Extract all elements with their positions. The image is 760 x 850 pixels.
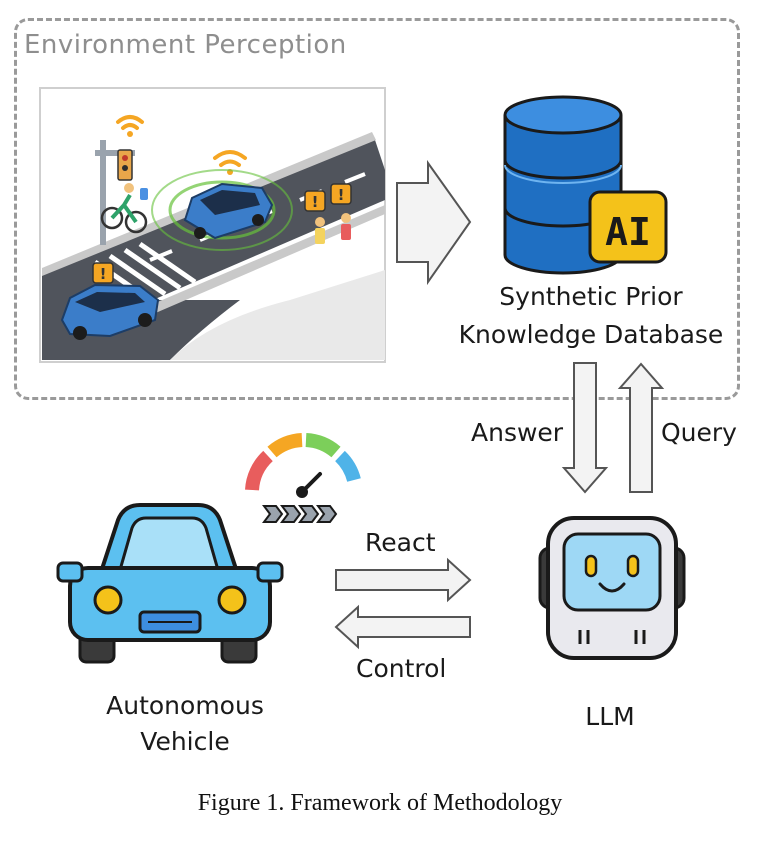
query-edge-label: Query bbox=[661, 418, 737, 447]
robot-icon bbox=[538, 516, 686, 660]
vehicle-label: Autonomous Vehicle bbox=[70, 688, 300, 760]
figure-caption: Figure 1. Framework of Methodology bbox=[197, 790, 563, 816]
database-label-line1: Synthetic Prior bbox=[499, 282, 683, 311]
control-arrow bbox=[334, 604, 471, 650]
react-edge-label: React bbox=[365, 528, 436, 557]
environment-perception-title: Environment Perception bbox=[24, 30, 347, 60]
ai-badge-icon: AI bbox=[588, 190, 668, 264]
vehicle-label-line2: Vehicle bbox=[140, 727, 230, 756]
control-edge-label: Control bbox=[356, 654, 447, 683]
answer-arrow bbox=[561, 362, 609, 494]
database-label-line2: Knowledge Database bbox=[458, 320, 724, 349]
answer-edge-label: Answer bbox=[471, 418, 564, 447]
vehicle-label-line1: Autonomous bbox=[106, 691, 264, 720]
svg-text:!: ! bbox=[312, 193, 319, 211]
car-icon bbox=[56, 503, 284, 664]
react-arrow bbox=[335, 557, 472, 603]
environment-perception-group bbox=[14, 18, 740, 400]
llm-label: LLM bbox=[585, 702, 635, 731]
perception-to-database-arrow bbox=[396, 159, 472, 286]
ai-badge-text: AI bbox=[605, 210, 651, 254]
query-arrow bbox=[617, 362, 665, 493]
svg-text:!: ! bbox=[100, 265, 107, 283]
database-label: Synthetic Prior Knowledge Database bbox=[432, 278, 750, 354]
svg-text:!: ! bbox=[338, 186, 345, 204]
traffic-scene-image: ! ! ! bbox=[39, 87, 386, 363]
speedometer-icon bbox=[245, 433, 361, 523]
